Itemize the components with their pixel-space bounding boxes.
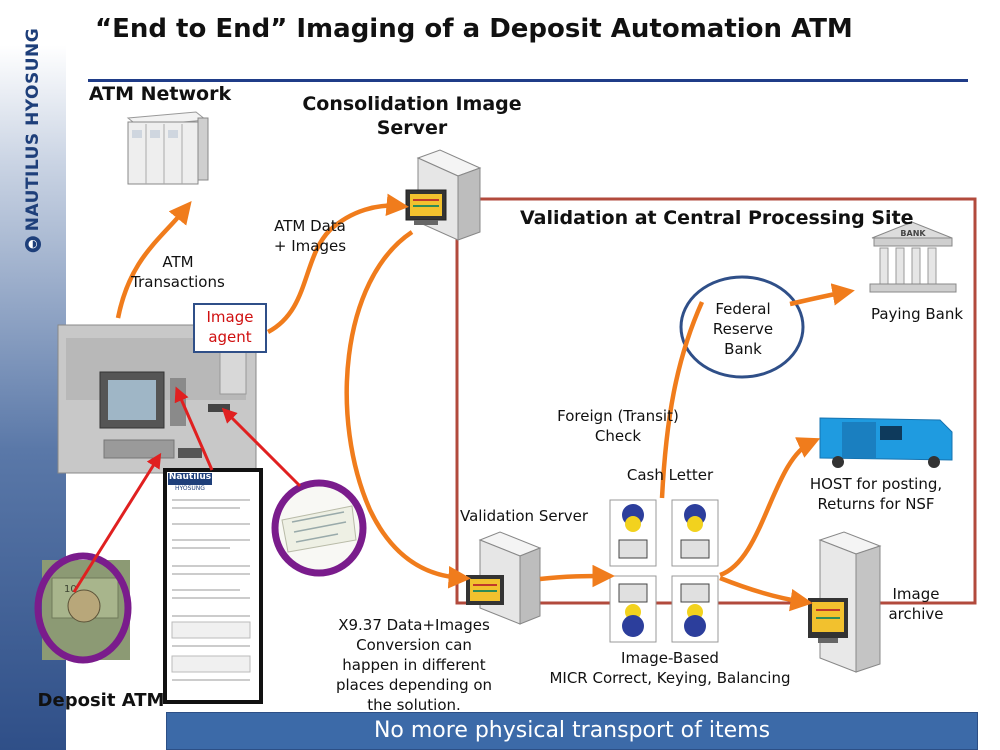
federal-reserve-label-line: Bank: [724, 340, 762, 358]
operator-workstations: [609, 499, 719, 643]
image-archive-icon: [808, 531, 882, 673]
image-agent-box: Image agent: [193, 303, 267, 353]
atm-data-label-line: + Images: [273, 237, 347, 255]
x937-note-line: X9.37 Data+Images: [338, 616, 490, 634]
receipt-connector: [174, 386, 214, 471]
micr-label: Image-Based MICR Correct, Keying, Balanc…: [540, 648, 800, 688]
atm-data-label-line: ATM Data: [274, 217, 346, 235]
host-posting-label-line: HOST for posting,: [809, 475, 943, 493]
operator-workstation: [609, 499, 657, 567]
title-divider: [88, 79, 968, 82]
validation-to-workstations-arrow: [539, 564, 615, 588]
svg-text:10: 10: [64, 584, 77, 595]
cash-highlight-ring: [34, 552, 132, 664]
cash-letter-line: [659, 301, 705, 499]
check-image: [275, 483, 363, 573]
paying-bank-label: Paying Bank: [870, 305, 964, 323]
image-archive-label-line: Image: [892, 585, 940, 603]
atm-transactions-label: ATM Transactions: [124, 252, 232, 292]
atm-transactions-label-line: Transactions: [131, 273, 225, 291]
federal-reserve-label-line: Federal: [715, 300, 771, 318]
deposit-atm-label: Deposit ATM: [37, 690, 165, 711]
x937-note-line: happen in different: [342, 656, 486, 674]
micr-label-line: MICR Correct, Keying, Balancing: [549, 669, 791, 687]
image-archive-label: Image archive: [880, 584, 952, 624]
operator-workstation: [671, 575, 719, 643]
host-posting-label-line: Returns for NSF: [817, 495, 935, 513]
atm-to-consolidation-arrow: [266, 193, 409, 334]
x937-note: X9.37 Data+Images Conversion can happen …: [330, 615, 498, 715]
foreign-check-label-line: Check: [594, 427, 642, 445]
atm-to-network-arrow: [115, 201, 192, 319]
atm-network-label: ATM Network: [88, 83, 232, 105]
image-archive-label-line: archive: [888, 605, 944, 623]
check-connector: [221, 407, 302, 488]
host-posting-label: HOST for posting, Returns for NSF: [798, 474, 954, 514]
consolidation-server-label-line: Consolidation Image: [302, 93, 522, 115]
page-title: “End to End” Imaging of a Deposit Automa…: [95, 14, 853, 44]
footer-banner: No more physical transport of items: [166, 712, 978, 750]
x937-note-line: places depending on: [335, 676, 493, 694]
red-connectors: [72, 386, 302, 593]
receipt-brand: Nautilus: [168, 472, 212, 482]
workstations-to-archive-arrow: [719, 575, 813, 612]
delivery-truck-icon: [819, 417, 953, 468]
flow-arrows: [115, 193, 855, 612]
foreign-check-label-line: Foreign (Transit): [557, 407, 679, 425]
x937-note-line: the solution.: [367, 696, 461, 714]
atm-data-label: ATM Data + Images: [264, 216, 356, 256]
bank-sign: BANK: [900, 229, 926, 238]
fed-to-paying-bank-arrow: [789, 283, 855, 307]
consolidation-server-label-line: Server: [376, 117, 448, 139]
atm-transactions-label-line: ATM: [162, 253, 194, 271]
receipt-brand-sub: HYOSUNG: [175, 485, 205, 492]
validation-server-label: Validation Server: [459, 507, 589, 525]
check-highlight-ring: [271, 479, 367, 577]
operator-workstation: [671, 499, 719, 567]
deposit-receipt: [163, 468, 263, 704]
federal-reserve-label-line: Reserve: [712, 320, 774, 338]
cash-letter-label: Cash Letter: [626, 466, 714, 484]
validation-server-icon: [466, 531, 542, 625]
federal-reserve-ellipse: [679, 275, 805, 379]
validation-site-label: Validation at Central Processing Site: [520, 207, 914, 229]
cash-connector: [72, 452, 162, 593]
consolidation-to-validation-arrow: [344, 230, 471, 589]
consolidation-server-icon: [405, 149, 482, 241]
atm-network-icon: [126, 111, 209, 185]
micr-label-line: Image-Based: [621, 649, 719, 667]
operator-workstation: [609, 575, 657, 643]
federal-reserve-label: Federal Reserve Bank: [700, 299, 786, 359]
x937-note-line: Conversion can: [356, 636, 472, 654]
consolidation-server-label: Consolidation Image Server: [292, 92, 532, 140]
foreign-check-label: Foreign (Transit) Check: [548, 406, 688, 446]
paying-bank-icon: [869, 221, 957, 293]
workstations-to-host-arrow: [719, 437, 821, 578]
image-agent-label-line: Image: [206, 308, 254, 326]
image-agent-label-line: agent: [208, 328, 252, 346]
